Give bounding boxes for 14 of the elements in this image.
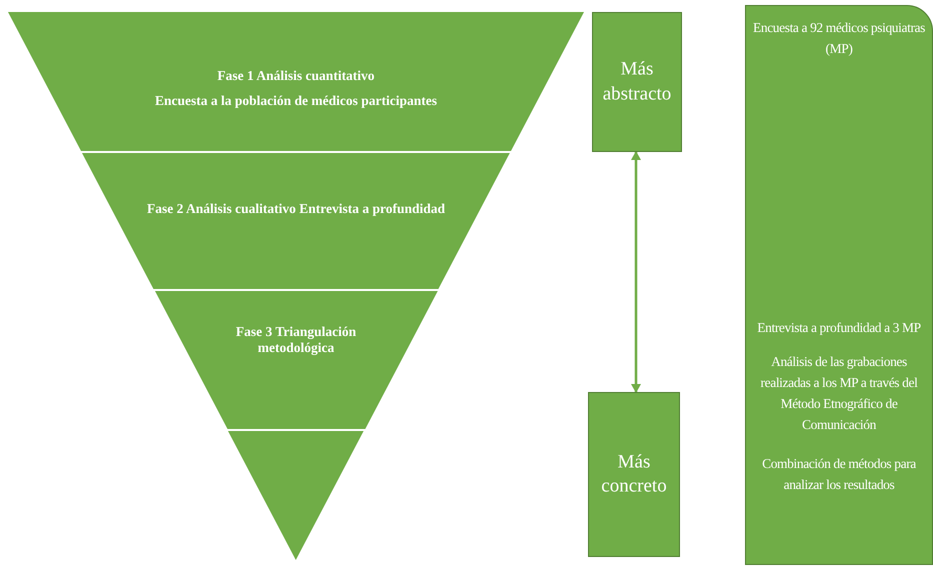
- tier-heading: Fase 1 Análisis cuantitativo: [216, 68, 376, 84]
- label-box: [592, 12, 682, 152]
- tier-description: Encuesta a la población de médicos participantes: [154, 93, 438, 109]
- description-text: Análisis de las grabaciones realizadas a los MP a través del Método Etnográfico de Comunicación: [760, 353, 918, 434]
- tier-heading: Fase 2 Análisis cualitativo Entrevista a profundidad: [146, 201, 446, 217]
- description-text: Encuesta a 92 médicos psiquiatras (MP): [752, 19, 926, 58]
- box-label: Más concreto: [600, 450, 668, 498]
- description-panel: [745, 5, 933, 565]
- description-text: Combinación de métodos para analizar los resultados: [761, 455, 917, 494]
- tier-heading: Fase 3 Triangulación metodológica: [234, 324, 358, 356]
- box-label: Más abstracto: [602, 57, 672, 106]
- label-box: [588, 392, 680, 557]
- description-text: Entrevista a profundidad a 3 MP: [756, 319, 922, 337]
- double-arrow: [631, 151, 641, 393]
